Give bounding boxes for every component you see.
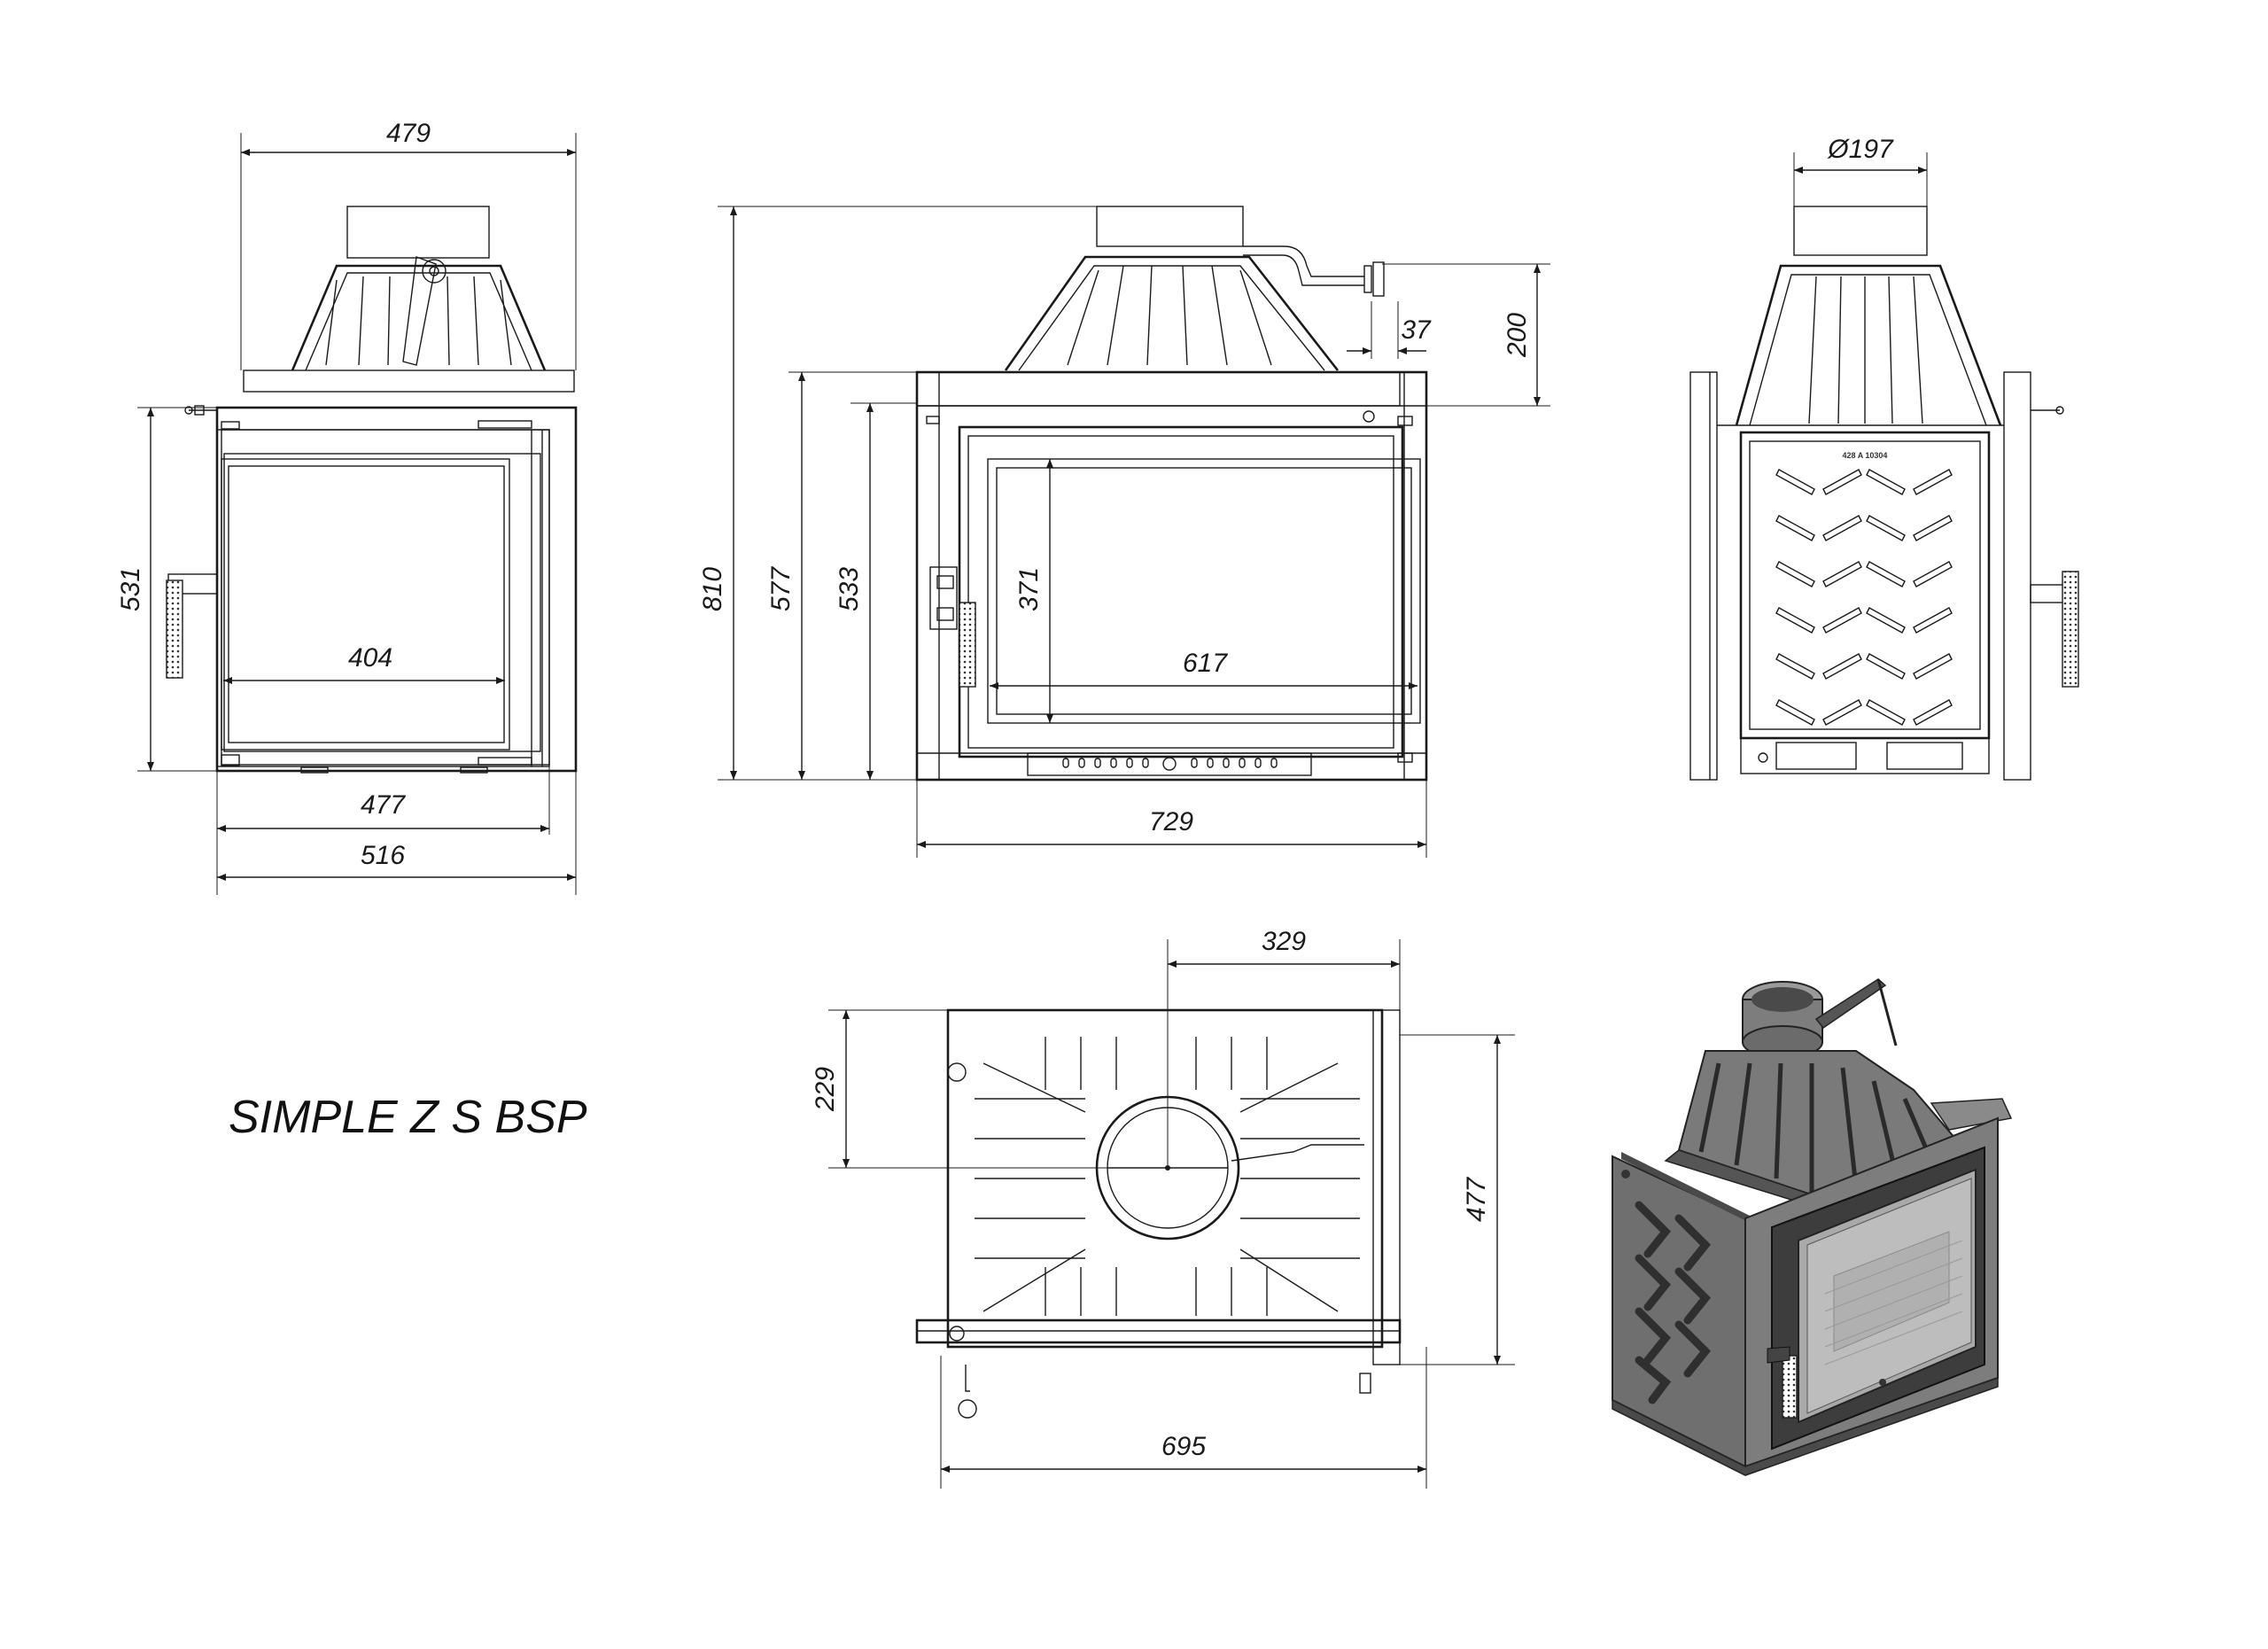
side-dimensions: 810 577 533 371 617 729 37 200 <box>698 206 1550 858</box>
dim-back-flue-diameter: Ø197 <box>1827 135 1894 164</box>
dim-top-flue-x: 329 <box>1262 927 1306 956</box>
dim-side-door-height: 533 <box>835 567 864 611</box>
isometric-view <box>1612 978 2013 1476</box>
top-view <box>915 1008 1402 1419</box>
dim-top-flue-y: 229 <box>811 1067 840 1112</box>
top-ribs <box>975 1037 1360 1316</box>
dim-side-body-height: 577 <box>766 566 796 611</box>
dim-front-inner-width: 477 <box>361 790 406 820</box>
dim-side-total-height: 810 <box>698 567 727 611</box>
back-hood-ribs <box>1808 276 1923 424</box>
back-view: 428 A 10304 <box>1689 206 2079 781</box>
dim-side-flue-height: 200 <box>1503 313 1532 358</box>
side-view <box>915 206 1428 782</box>
back-dimensions: Ø197 <box>1793 135 1928 206</box>
top-dimensions: 329 229 477 695 <box>811 927 1515 1489</box>
dim-front-height: 531 <box>116 567 145 611</box>
front-view <box>166 206 578 774</box>
dim-front-top-width: 479 <box>386 119 431 148</box>
front-dimensions: 479 531 404 477 516 <box>116 119 577 895</box>
dim-side-total-width: 729 <box>1149 807 1193 836</box>
dim-front-total-width: 516 <box>361 841 405 870</box>
dim-top-width: 695 <box>1161 1432 1206 1461</box>
back-plate-label: 428 A 10304 <box>1843 451 1888 460</box>
dim-front-glass-width: 404 <box>348 643 392 673</box>
side-hood-ribs <box>1067 265 1272 366</box>
dim-side-glass-height: 371 <box>1014 567 1044 611</box>
side-air-slots <box>1062 757 1278 771</box>
dim-side-glass-width: 617 <box>1183 649 1228 678</box>
back-herringbone <box>1775 469 1953 726</box>
front-hood-ribs <box>325 276 512 366</box>
dim-side-flue-offset: 37 <box>1401 315 1432 345</box>
model-title: SIMPLE Z S BSP <box>229 1092 587 1143</box>
dim-top-depth: 477 <box>1462 1177 1491 1222</box>
